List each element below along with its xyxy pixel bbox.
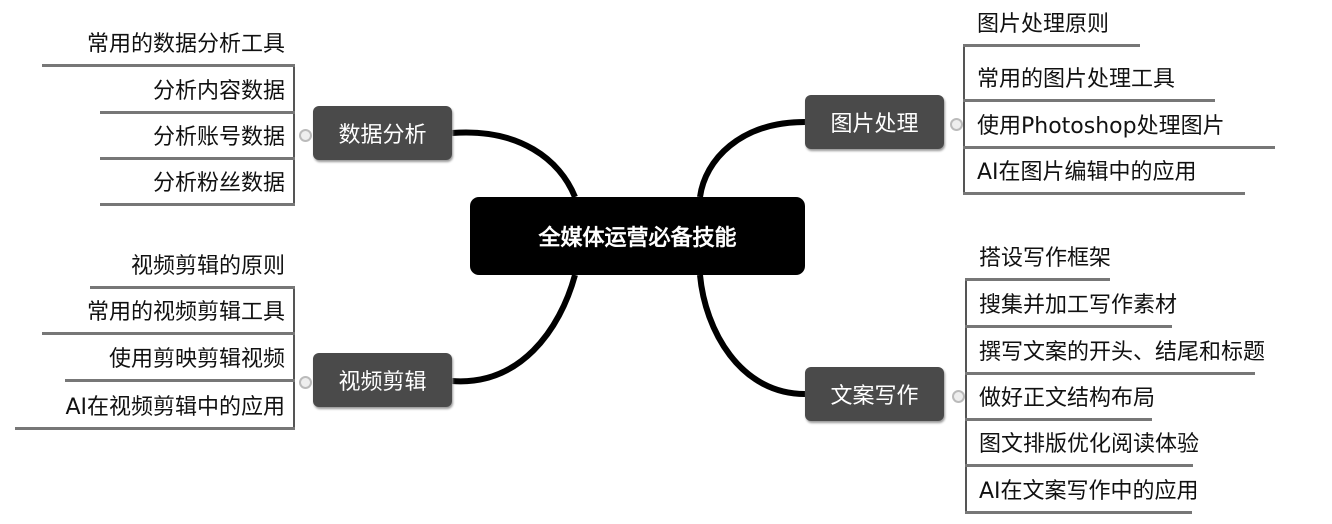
subtopic-item[interactable]: 做好正文结构布局 [965, 381, 1155, 421]
subtopic-item[interactable]: 分析账号数据 [100, 120, 295, 160]
subtopic-item[interactable]: 搭设写作框架 [965, 241, 1111, 281]
subtopic-item[interactable]: 使用剪映剪辑视频 [65, 342, 295, 382]
subtopic-item[interactable]: 使用Photoshop处理图片 [963, 109, 1275, 149]
subtopic-item[interactable]: 分析粉丝数据 [100, 166, 295, 206]
subtopic-item[interactable]: 搜集并加工写作素材 [965, 288, 1177, 328]
central-topic[interactable]: 全媒体运营必备技能 [470, 197, 805, 275]
subtopic-item[interactable]: 图文排版优化阅读体验 [965, 427, 1199, 467]
collapse-toggle[interactable] [299, 129, 312, 142]
branch-line [963, 45, 965, 193]
collapse-toggle[interactable] [952, 390, 965, 403]
subtopic-item[interactable]: 视频剪辑的原则 [90, 249, 295, 289]
branch-line [293, 287, 295, 428]
subtopic-item[interactable]: 常用的视频剪辑工具 [42, 295, 295, 335]
collapse-toggle[interactable] [299, 376, 312, 389]
subtopic-item[interactable]: AI在图片编辑中的应用 [963, 155, 1245, 195]
subtopic-item[interactable]: AI在视频剪辑中的应用 [15, 390, 295, 430]
topic-image-processing[interactable]: 图片处理 [805, 95, 944, 149]
connector-video-editing [451, 274, 578, 385]
branch-line [293, 65, 295, 204]
connector-data-analysis [451, 129, 578, 199]
subtopic-item[interactable]: 常用的数据分析工具 [42, 27, 295, 67]
topic-data-analysis[interactable]: 数据分析 [313, 106, 452, 160]
branch-line [965, 279, 967, 512]
subtopic-item[interactable]: AI在文案写作中的应用 [965, 474, 1199, 514]
topic-video-editing[interactable]: 视频剪辑 [313, 353, 452, 407]
subtopic-item[interactable]: 分析内容数据 [100, 74, 295, 114]
subtopic-item[interactable]: 图片处理原则 [963, 7, 1140, 47]
connector-image-processing [697, 119, 806, 198]
connector-copywriting [697, 274, 806, 397]
subtopic-item[interactable]: 常用的图片处理工具 [963, 62, 1215, 102]
subtopic-item[interactable]: 撰写文案的开头、结尾和标题 [965, 335, 1265, 375]
topic-copywriting[interactable]: 文案写作 [805, 367, 944, 421]
collapse-toggle[interactable] [950, 118, 963, 131]
